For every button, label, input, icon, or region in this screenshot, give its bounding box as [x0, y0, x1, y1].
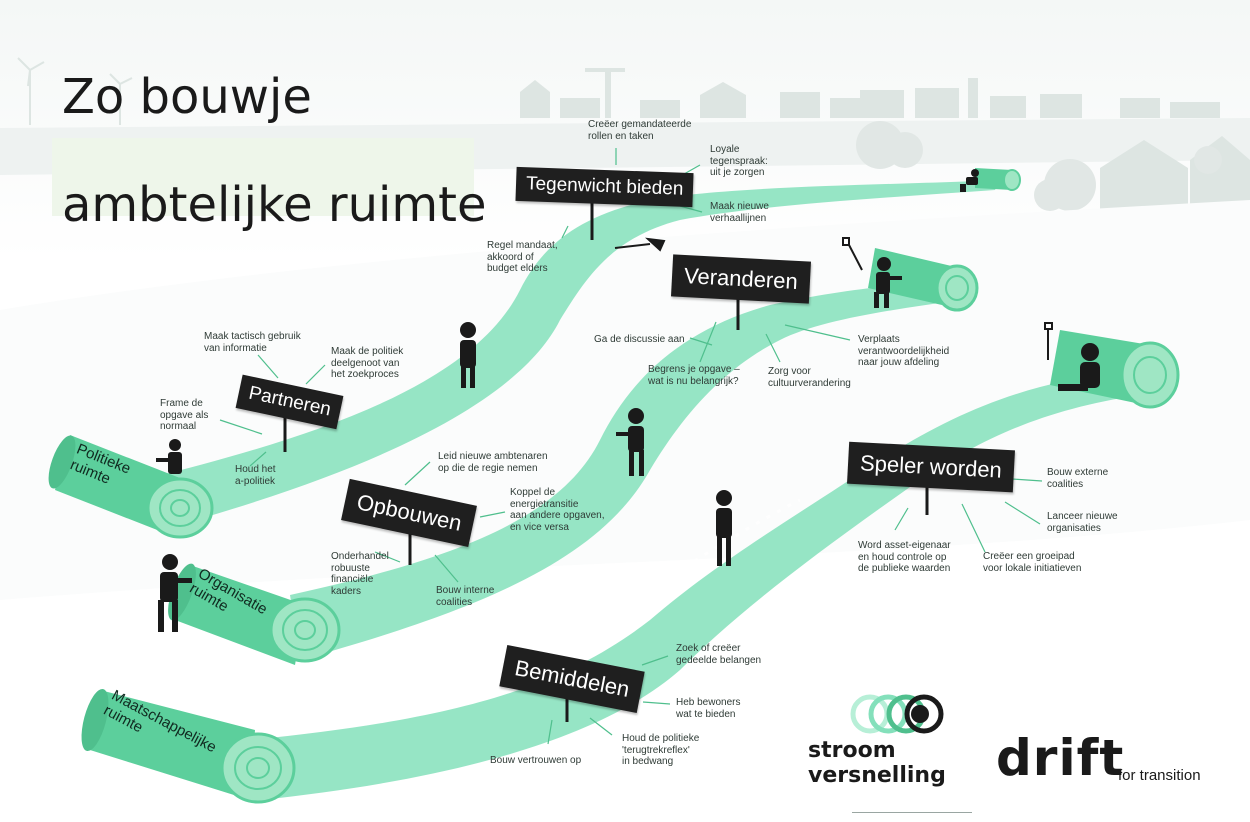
- sign-veranderen: Veranderen: [670, 254, 811, 304]
- note-bouw-vertrouwen: Bouw vertrouwen op: [490, 755, 582, 766]
- roll-maatschappelijk: [81, 688, 296, 804]
- windmills: [17, 57, 133, 125]
- note-onderhandel: Onderhandel robuuste financiële kaders: [331, 551, 389, 597]
- page-title: Zo bouwje ambtelijke ruimte: [62, 16, 486, 286]
- title-line-1: Zo bouwje: [62, 69, 312, 125]
- shovels: [614, 237, 1053, 360]
- note-bouw-interne: Bouw interne coalities: [436, 585, 495, 608]
- logo-divider: [852, 812, 972, 813]
- note-frame: Frame de opgave als normaal: [160, 398, 209, 432]
- note-heb-bewoners: Heb bewoners wat te bieden: [676, 697, 741, 720]
- person-pushing-organisatie: [158, 554, 192, 632]
- note-houd-apolitiek: Houd het a-politiek: [235, 464, 276, 487]
- stroomversnelling-logo-text: stroom versnelling: [808, 738, 946, 788]
- note-leid: Leid nieuwe ambtenaren op die de regie n…: [438, 451, 548, 474]
- note-bouw-externe: Bouw externe coalities: [1047, 467, 1109, 490]
- note-word-asset: Word asset-eigenaar en houd controle op …: [858, 540, 951, 574]
- note-lanceer: Lanceer nieuwe organisaties: [1047, 511, 1118, 534]
- person-pushing-politieke: [156, 439, 182, 474]
- roll-politieke: [48, 435, 214, 539]
- roll-organisatie: [168, 563, 341, 665]
- path-organisatie: [290, 280, 960, 660]
- note-loyale-tegenspraak: Loyale tegenspraak: uit je zorgen: [710, 144, 768, 178]
- roll-far-1: [975, 168, 1021, 191]
- note-ga-discussie: Ga de discussie aan: [594, 334, 685, 345]
- note-koppel: Koppel de energietransitie aan andere op…: [510, 487, 605, 533]
- person-pushing-far-1: [960, 169, 979, 192]
- person-sitting-far-3: [1058, 343, 1100, 391]
- drift-logo: drift: [996, 729, 1125, 787]
- note-houd-politieke: Houd de politieke 'terugtrekreflex' in b…: [622, 733, 700, 767]
- note-creeer-groeipad: Creëer een groeipad voor lokale initiati…: [983, 551, 1082, 574]
- town-skyline: [520, 68, 1250, 216]
- note-zoek: Zoek of creëer gedeelde belangen: [676, 643, 762, 666]
- stroomversnelling-logo-mark: [850, 694, 944, 734]
- note-regel-mandaat: Regel mandaat, akkoord of budget elders: [487, 240, 558, 274]
- note-maak-politiek: Maak de politiek deelgenoot van het zoek…: [331, 346, 404, 380]
- sign-tegenwicht-bieden: Tegenwicht bieden: [515, 166, 694, 208]
- people-silhouettes: [156, 169, 1100, 632]
- note-verplaats: Verplaats verantwoordelijkheid naar jouw…: [858, 334, 950, 368]
- note-creeer-rollen: Creëer gemandateerde rollen en taken: [588, 119, 692, 142]
- person-pushing-far-2: [874, 257, 902, 308]
- note-maak-tactisch: Maak tactisch gebruik van informatie: [204, 331, 301, 354]
- path-politieke: [150, 180, 1000, 530]
- note-begrens: Begrens je opgave – wat is nu belangrijk…: [648, 364, 740, 387]
- person-thinking: [616, 408, 644, 476]
- person-standing-2: [716, 490, 732, 566]
- title-highlight: [52, 138, 474, 216]
- person-standing-1: [460, 322, 476, 388]
- roll-far-2: [868, 248, 979, 312]
- sign-speler-worden: Speler worden: [847, 441, 1015, 493]
- drift-tagline: for transition: [1118, 767, 1201, 784]
- note-verhaallijnen: Maak nieuwe verhaallijnen: [710, 201, 769, 224]
- title-line-2: ambtelijke ruimte: [62, 177, 487, 233]
- note-zorg-cultuur: Zorg voor cultuurverandering: [768, 366, 851, 389]
- connector-lines: [219, 148, 1043, 745]
